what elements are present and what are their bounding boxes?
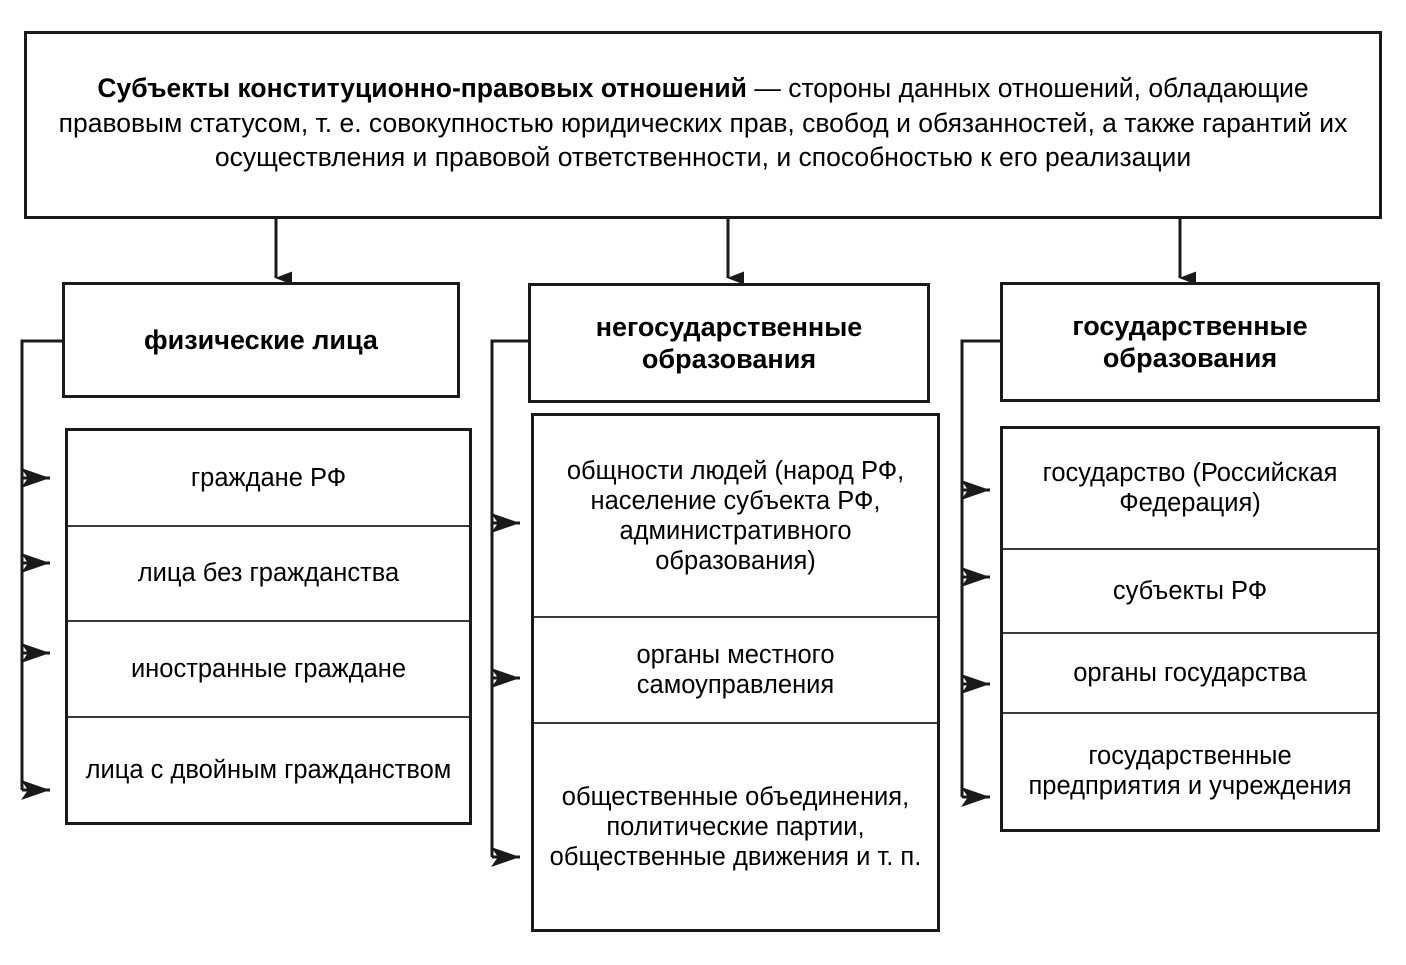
root-description: стороны данных отношений, обладающие пра… (58, 73, 1348, 173)
list-item[interactable]: лица с двойным гражданством (68, 718, 469, 822)
root-dash: — (746, 73, 789, 104)
item-label: органы государства (1073, 658, 1307, 687)
list-item[interactable]: лица без гражданства (68, 527, 469, 623)
item-label: государство (Российская Федерация) (1042, 459, 1338, 518)
item-label: лица без гражданства (137, 559, 400, 588)
root-term: Субъекты конституционно-правовых отношен… (97, 73, 747, 104)
category-heading-individuals: физические лица (144, 324, 378, 355)
item-label: органы местного самоуправления (636, 641, 835, 700)
list-item[interactable]: органы государства (1003, 634, 1377, 714)
item-stack-non-state: общности людей (народ РФ, население субъ… (531, 413, 940, 932)
root-definition-box: Субъекты конституционно-правовых отношен… (24, 31, 1382, 219)
list-item[interactable]: иностранные граждане (68, 622, 469, 718)
item-label: субъекты РФ (1112, 576, 1268, 605)
list-item[interactable]: государственные предприятия и учреждения (1003, 714, 1377, 829)
list-item[interactable]: органы местного самоуправления (534, 618, 937, 725)
category-heading-non-state: негосударственные образования (595, 311, 863, 374)
list-item[interactable]: общности людей (народ РФ, население субъ… (534, 416, 937, 618)
list-item[interactable]: общественные объединения, политические п… (534, 724, 937, 929)
item-stack-individuals: граждане РФ лица без гражданства иностра… (65, 428, 472, 825)
list-item[interactable]: государство (Российская Федерация) (1003, 429, 1377, 550)
item-label: граждане РФ (190, 463, 347, 492)
list-item[interactable]: граждане РФ (68, 431, 469, 527)
item-label: общественные объединения, политические п… (549, 782, 922, 871)
item-label: общности людей (народ РФ, население субъ… (566, 456, 905, 576)
item-stack-state: государство (Российская Федерация) субъе… (1000, 426, 1380, 832)
item-label: иностранные граждане (130, 654, 407, 683)
list-item[interactable]: субъекты РФ (1003, 550, 1377, 634)
item-label: лица с двойным гражданством (85, 755, 452, 784)
item-label: государственные предприятия и учреждения (1028, 742, 1352, 801)
category-box-individuals[interactable]: физические лица (62, 282, 460, 398)
category-box-state[interactable]: государственные образования (1000, 282, 1380, 402)
category-box-non-state[interactable]: негосударственные образования (528, 283, 930, 403)
category-heading-state: государственные образования (1072, 310, 1308, 373)
root-definition-text: Субъекты конституционно-правовых отношен… (45, 71, 1361, 174)
